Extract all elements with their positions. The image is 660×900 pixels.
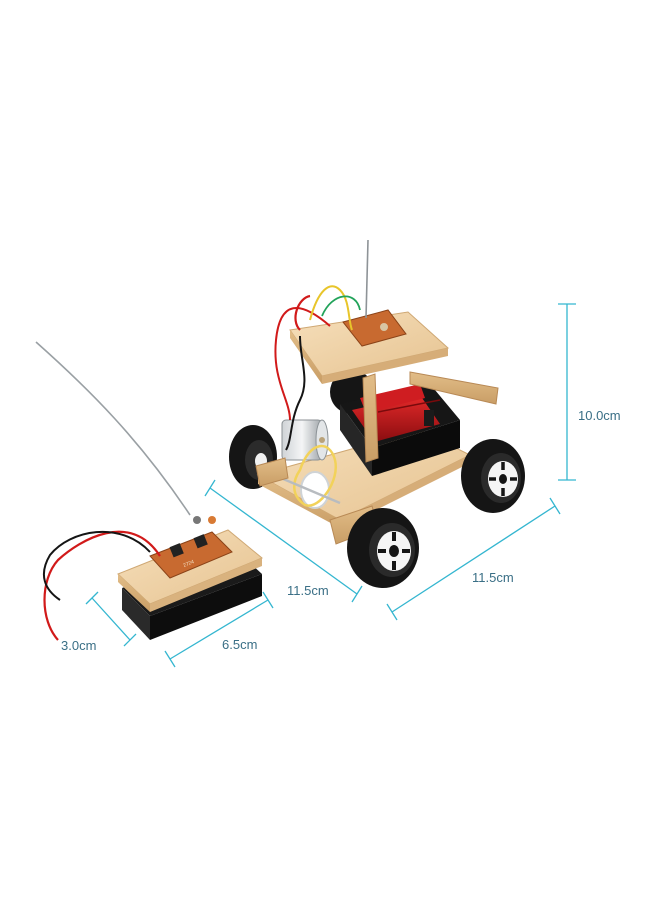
car-antenna (365, 239, 369, 319)
remote-chip-label: 2724 (183, 559, 196, 569)
car-length-dimension-label: 11.5cm (287, 583, 329, 598)
remote-control: 2724 (35, 341, 263, 641)
remote-circuit-board (149, 531, 233, 579)
remote-button-left (169, 543, 184, 558)
wheel-front-left (347, 508, 419, 588)
height-dimension-label: 10.0cm (578, 408, 621, 423)
remote-height-dimension-label: 3.0cm (61, 638, 97, 653)
wooden-car (229, 239, 525, 588)
remote-length-dimension-label: 6.5cm (222, 637, 258, 652)
receiver-board (342, 309, 407, 347)
dimension-lines (85, 303, 576, 668)
remote-antenna (35, 341, 191, 516)
car-width-dimension-label: 11.5cm (472, 570, 514, 585)
wheel-front-right (461, 439, 525, 513)
remote-button-right (193, 534, 208, 549)
